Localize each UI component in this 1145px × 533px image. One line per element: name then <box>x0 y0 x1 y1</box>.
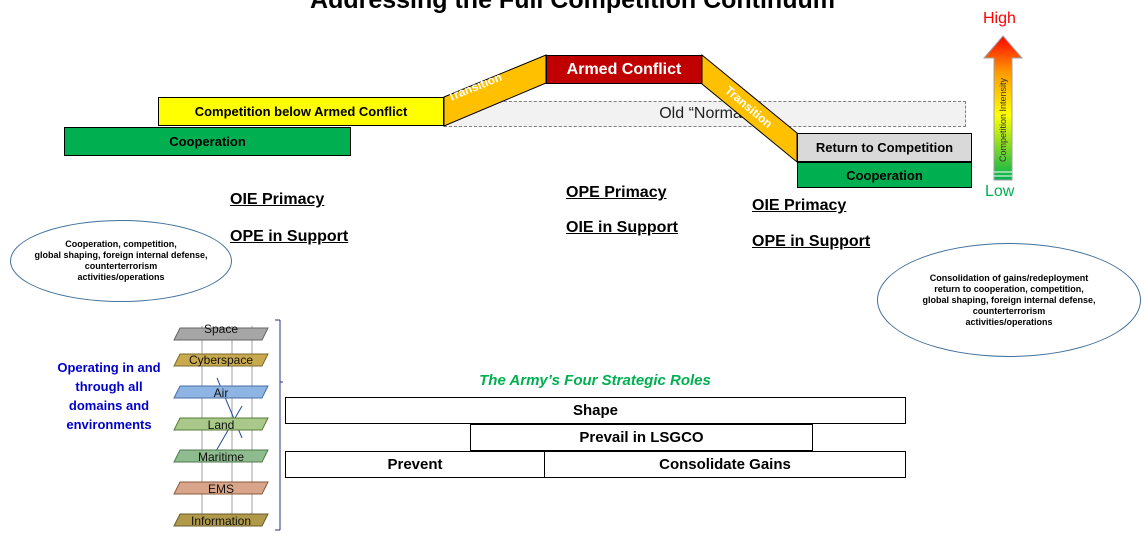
layer-label-information: Information <box>190 514 252 528</box>
right-primacy: OIE Primacy <box>752 197 847 214</box>
center-support: OIE in Support <box>566 219 678 236</box>
layer-maritime <box>173 449 269 463</box>
layer-label-land: Land <box>207 418 235 432</box>
right-support: OPE in Support <box>752 233 871 250</box>
layer-space <box>173 327 269 341</box>
domain-layer-stack <box>173 319 283 531</box>
layer-air <box>173 385 269 399</box>
layer-land <box>173 417 269 431</box>
layer-label-ems: EMS <box>207 482 234 496</box>
transition-right-ramp <box>701 53 798 164</box>
right-activities-text: Consolidation of gains/redeployment retu… <box>922 272 1096 327</box>
old-normal-box: Old “Normal” <box>444 101 966 127</box>
center-primacy: OPE Primacy <box>566 184 667 201</box>
domains-caption: Operating in and through all domains and… <box>57 360 161 432</box>
role-consolidate: Consolidate Gains <box>544 451 906 478</box>
roles-heading: The Army’s Four Strategic Roles <box>479 372 711 389</box>
layer-ems <box>173 481 269 495</box>
intensity-axis-label: Competition Intensity <box>998 77 1008 163</box>
return-to-competition-box: Return to Competition <box>797 133 972 162</box>
right-activities-ellipse: Consolidation of gains/redeployment retu… <box>877 243 1141 357</box>
left-activities-ellipse: Cooperation, competition, global shaping… <box>10 220 232 302</box>
role-prevent: Prevent <box>285 451 545 478</box>
intensity-low-label: Low <box>985 183 1015 200</box>
layer-label-cyberspace: Cyberspace <box>188 353 254 367</box>
left-primacy: OIE Primacy <box>230 191 325 208</box>
page-title: Addressing the Full Competition Continuu… <box>310 0 835 14</box>
layer-information <box>173 513 269 527</box>
armed-conflict-box: Armed Conflict <box>546 55 702 84</box>
layer-label-space: Space <box>203 322 239 336</box>
intensity-arrow <box>982 35 1024 181</box>
role-prevail: Prevail in LSGCO <box>470 424 813 451</box>
intensity-high-label: High <box>983 10 1016 27</box>
role-shape: Shape <box>285 397 906 424</box>
layer-label-air: Air <box>213 386 229 400</box>
cooperation-right-box: Cooperation <box>797 162 972 188</box>
layer-label-maritime: Maritime <box>197 450 244 464</box>
cooperation-left-box: Cooperation <box>64 127 351 156</box>
left-support: OPE in Support <box>230 228 349 245</box>
left-activities-text: Cooperation, competition, global shaping… <box>34 239 208 282</box>
layer-cyberspace <box>173 353 269 367</box>
